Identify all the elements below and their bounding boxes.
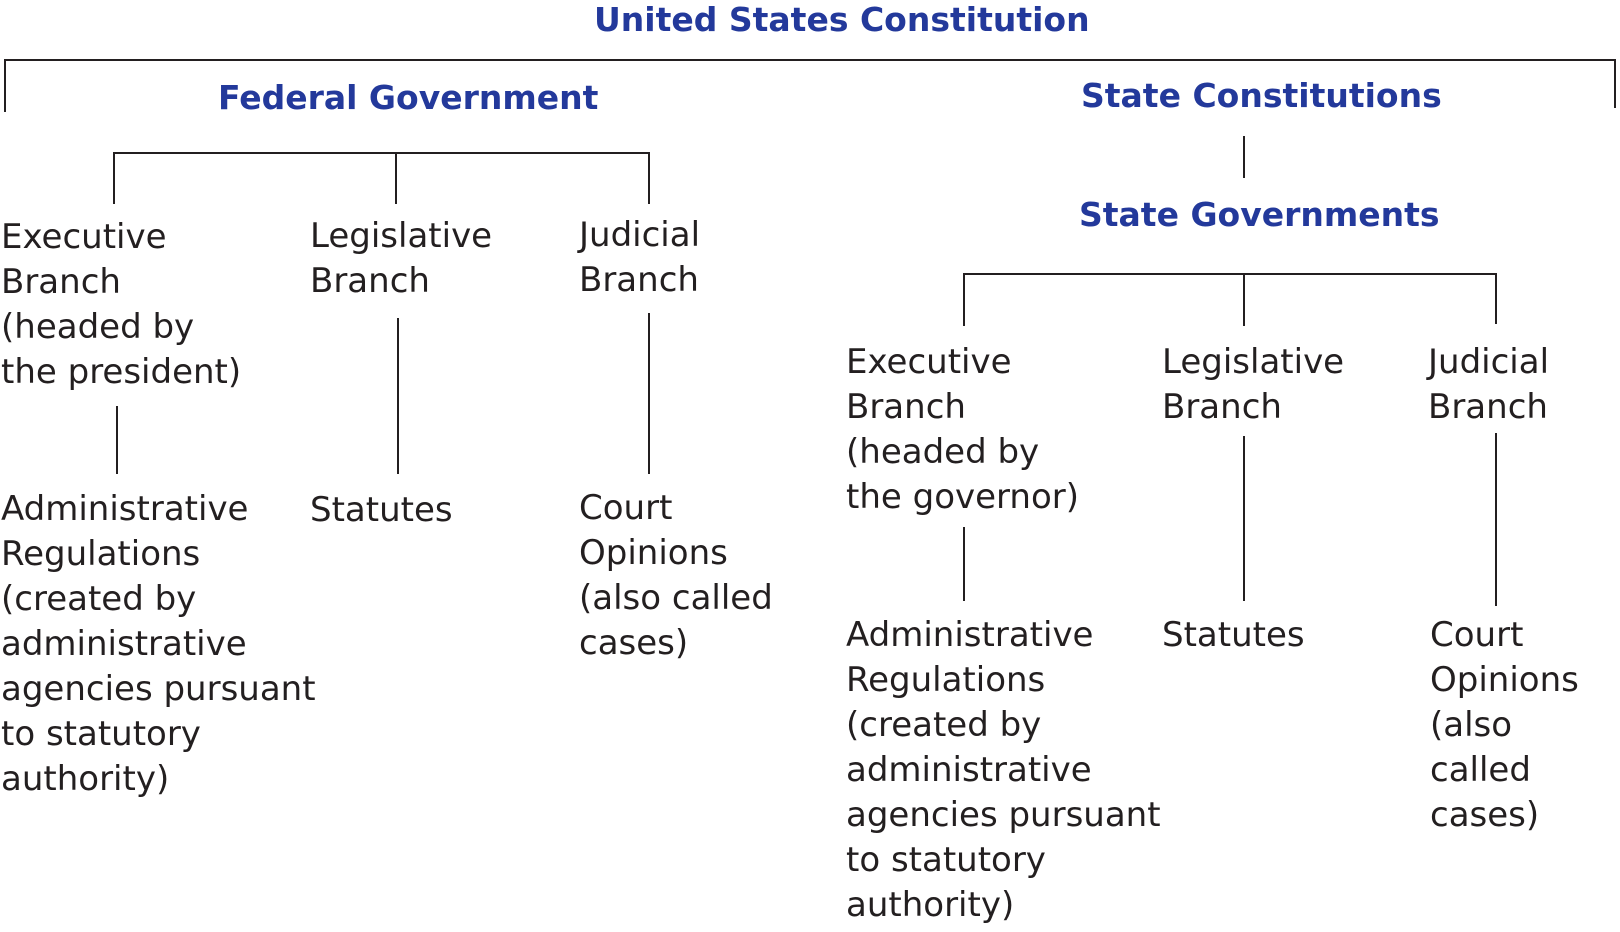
state-court-opinions: Court Opinions (also called cases) <box>1430 615 1579 835</box>
federal-judicial-branch: Judicial Branch <box>579 215 701 300</box>
us-constitution-title: United States Constitution <box>594 0 1090 39</box>
state-executive-branch: Executive Branch (headed by the governor… <box>846 342 1080 517</box>
state-judicial-branch: Judicial Branch <box>1428 342 1550 427</box>
federal-government-title: Federal Government <box>218 78 599 117</box>
federal-statutes: Statutes <box>310 490 453 530</box>
state-statutes: Statutes <box>1162 615 1305 655</box>
state-legislative-branch: Legislative Branch <box>1162 342 1345 427</box>
federal-executive-branch: Executive Branch (headed by the presiden… <box>1 217 242 392</box>
federal-court-opinions: Court Opinions (also called cases) <box>579 488 773 663</box>
state-governments-title: State Governments <box>1079 195 1440 234</box>
state-constitutions-title: State Constitutions <box>1081 76 1442 115</box>
state-administrative-regulations: Administrative Regulations (created by a… <box>846 615 1161 925</box>
federal-legislative-branch: Legislative Branch <box>310 216 493 301</box>
federal-administrative-regulations: Administrative Regulations (created by a… <box>1 489 316 799</box>
